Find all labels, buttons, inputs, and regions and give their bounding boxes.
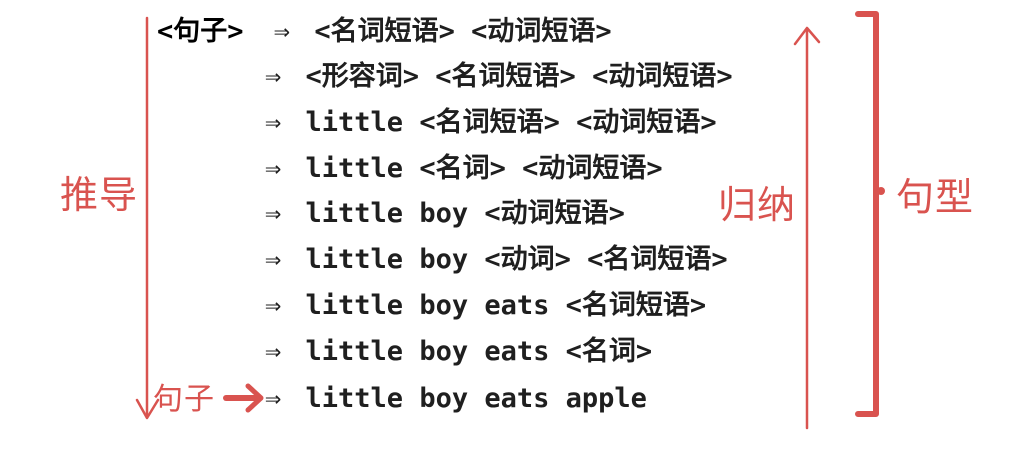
derivation-line-3: ⇒ little <名词> <动词短语> [265,146,663,192]
derivation-line-7: ⇒ little boy eats <名词> [265,329,652,375]
pattern-bracket [855,11,879,417]
derives-arrow: ⇒ [265,290,282,321]
derivation-step-text: little boy eats <名词短语> [305,290,707,321]
derivation-step-text: little boy <动词> <名词短语> [305,244,728,275]
pattern-bracket-dot [877,187,885,195]
derives-arrow: ⇒ [265,244,282,275]
derivation-line-1: ⇒ <形容词> <名词短语> <动词短语> [265,54,733,100]
derives-arrow: ⇒ [265,198,282,229]
derivation-step-text: little <名词> <动词短语> [305,153,663,184]
derive-label: 推导 [60,173,139,217]
derivation-step-text: <形容词> <名词短语> <动词短语> [305,61,733,92]
derives-arrow: ⇒ [265,61,282,92]
derives-arrow: ⇒ [265,153,282,184]
sentence-pattern-label: 句型 [896,175,975,219]
derivation-line-0: <句子> ⇒ <名词短语> <动词短语> [157,9,612,55]
derivation-step-text: <名词短语> <动词短语> [314,16,612,47]
derivation-line-8: ⇒ little boy eats apple [265,376,647,422]
reduce-arrowhead [793,26,821,46]
sentence-pointer-arrowhead [245,383,264,413]
reduce-label: 归纳 [718,183,797,227]
derives-arrow: ⇒ [265,336,282,367]
derivation-line-5: ⇒ little boy <动词> <名词短语> [265,237,728,283]
derivation-step-text: little boy <动词短语> [305,198,625,229]
derivation-step-text: little boy eats apple [305,383,647,414]
sentence-label: 句子 [153,382,215,417]
start-symbol: <句子> [157,16,244,47]
derivation-step-text: little <名词短语> <动词短语> [305,107,717,138]
derivation-line-4: ⇒ little boy <动词短语> [265,191,625,237]
derivation-step-text: little boy eats <名词> [305,336,653,367]
derivation-line-6: ⇒ little boy eats <名词短语> [265,283,706,329]
derive-arrowhead [135,398,160,420]
derives-arrow: ⇒ [273,16,291,47]
derivation-line-2: ⇒ little <名词短语> <动词短语> [265,100,717,146]
derives-arrow: ⇒ [265,383,282,414]
derives-arrow: ⇒ [265,107,282,138]
